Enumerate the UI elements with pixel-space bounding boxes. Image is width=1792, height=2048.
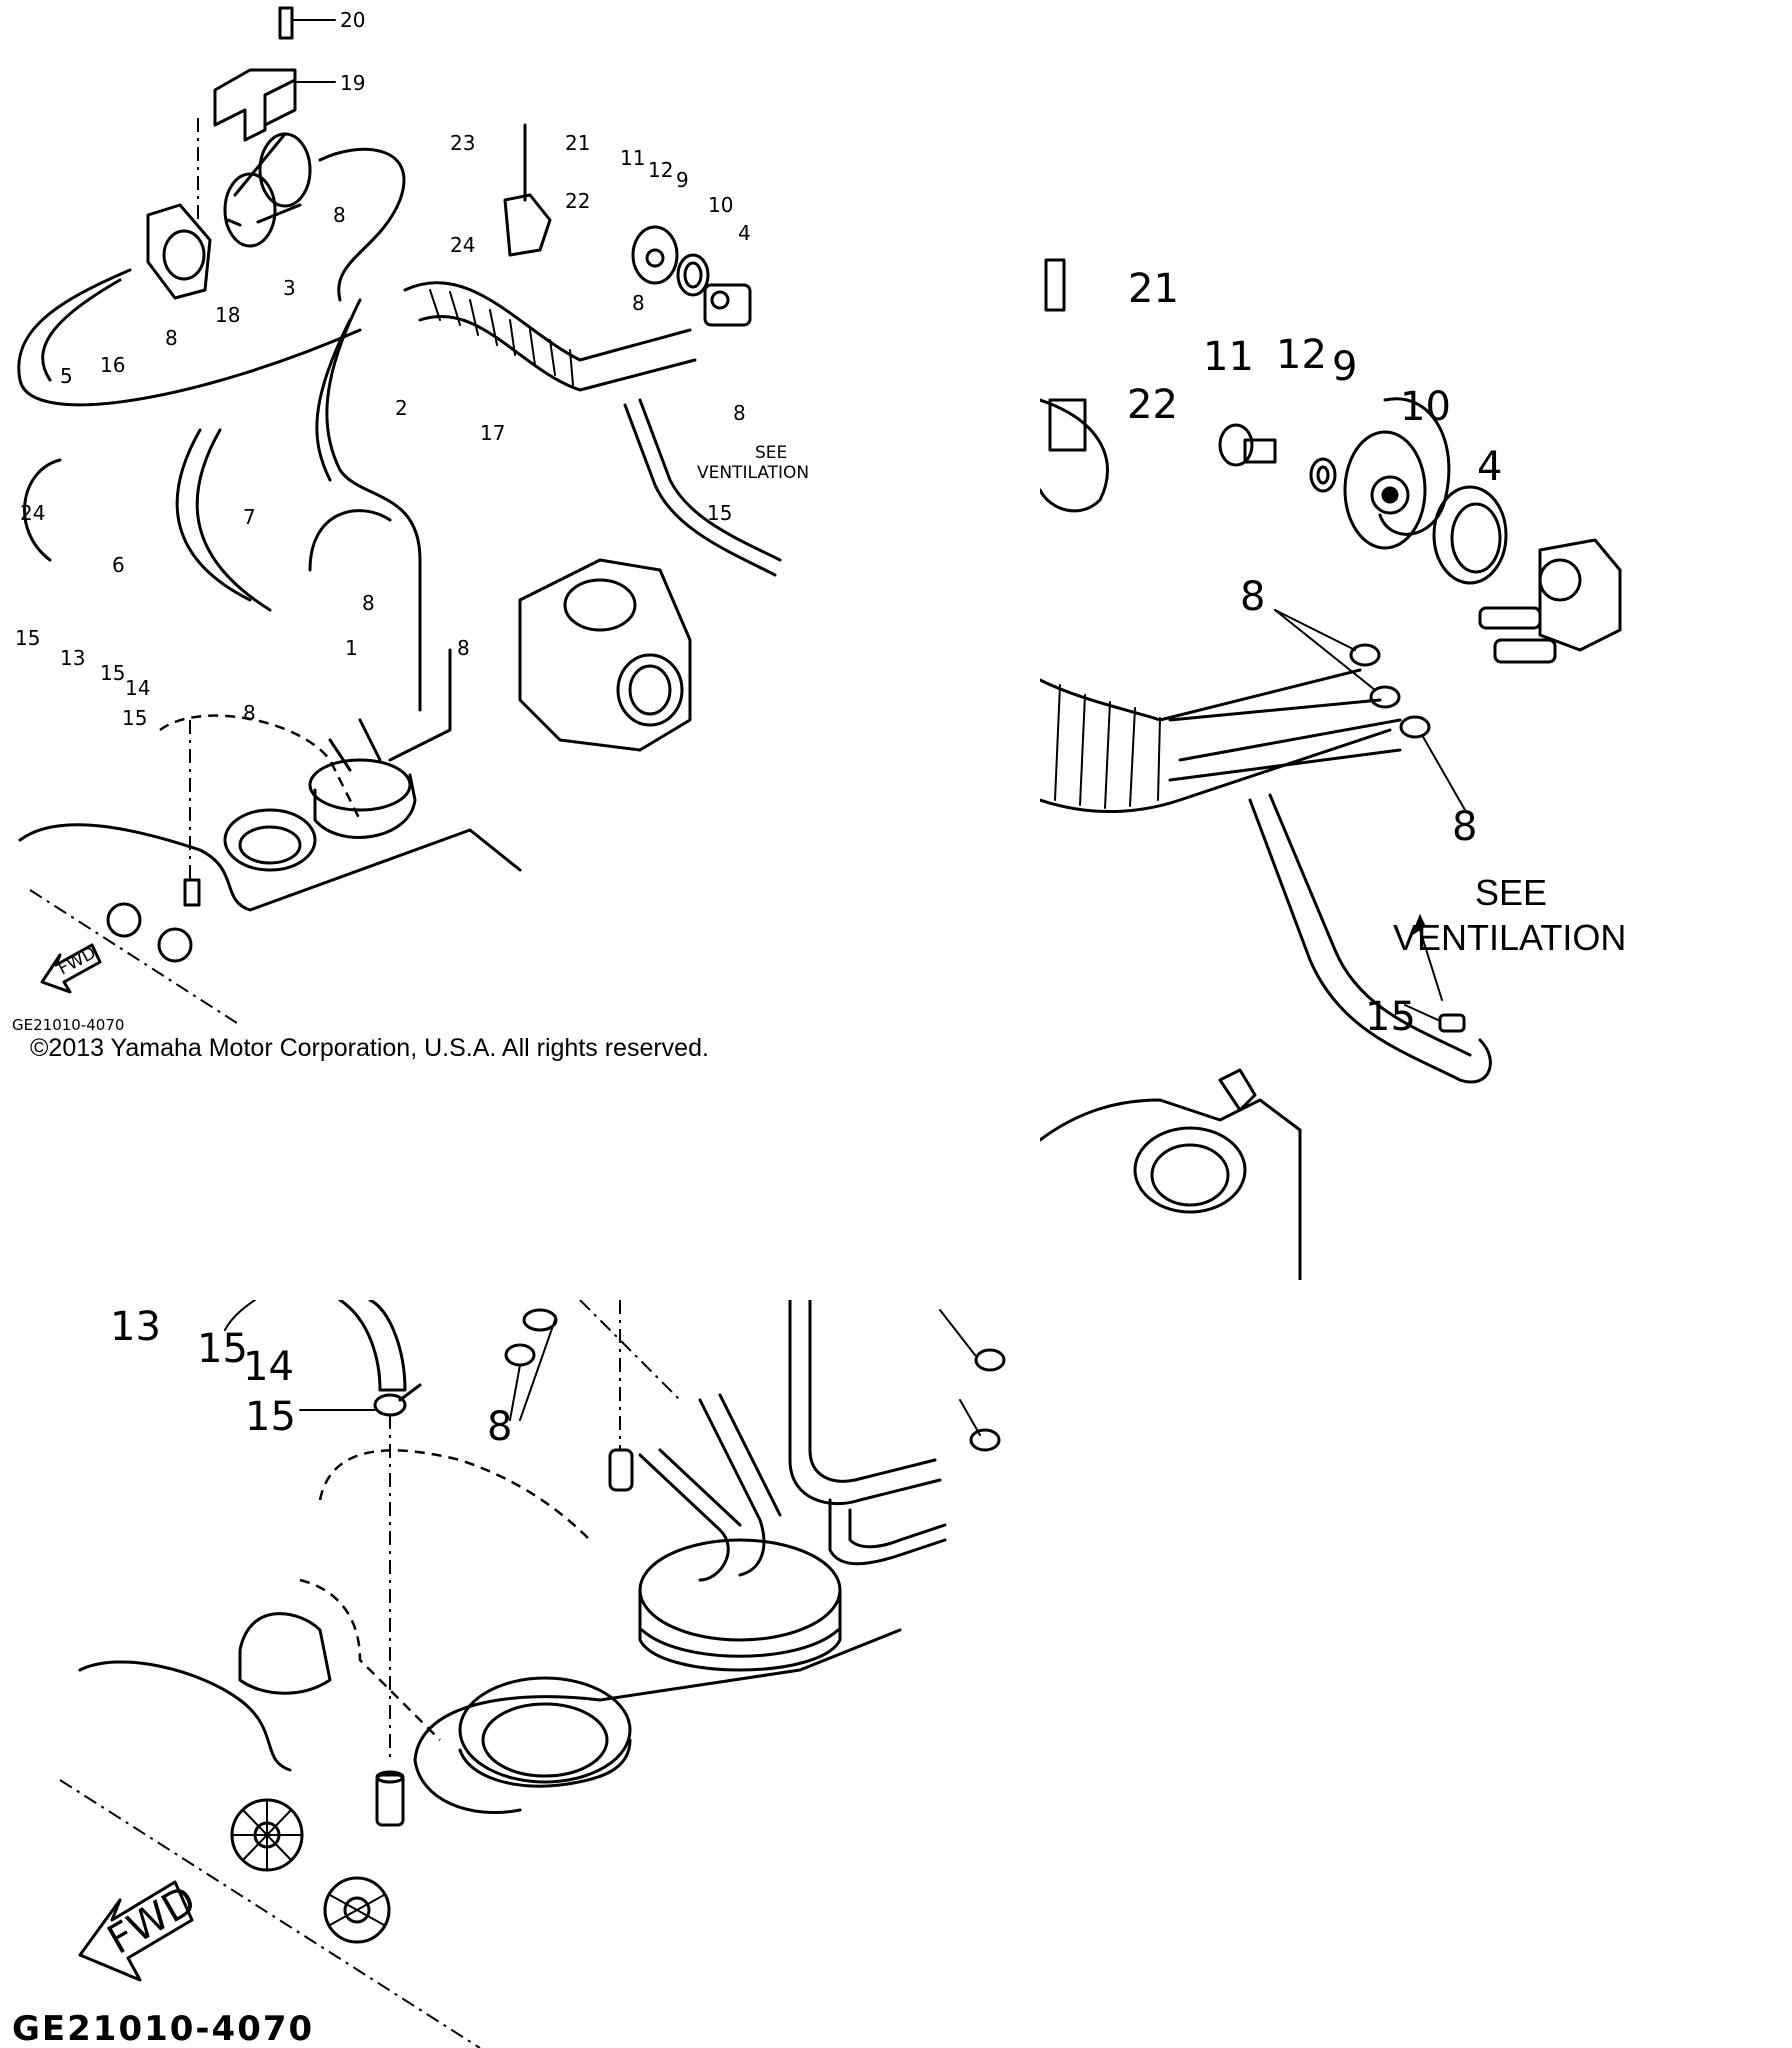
tank-hoses-bottom — [608, 1393, 782, 1582]
callout-15c: 15 — [122, 706, 147, 730]
part-9-knob — [631, 225, 679, 285]
see-label-zoom: SEE — [1475, 872, 1547, 913]
callout-11: 11 — [620, 146, 645, 170]
fuel-tank-bottom — [59, 1449, 902, 2048]
fuel-sender-unit — [638, 1538, 842, 1672]
callout-10: 10 — [708, 193, 733, 217]
part-17-corrugated-tube — [403, 281, 697, 392]
callout-6: 6 — [112, 553, 125, 577]
callout-16: 16 — [100, 353, 125, 377]
fuel-system-exploded-view: FWD 20 19 8 3 18 8 5 16 2 17 24 7 6 8 1 … — [12, 6, 809, 1034]
part-20-bolt — [278, 6, 336, 40]
part-19-bracket — [213, 68, 336, 142]
callout-15b: 15 — [100, 661, 125, 685]
callout-1: 1 — [345, 636, 358, 660]
ventilation-label-zoom: VENTILATION — [1393, 917, 1626, 958]
part-11-bolt-detail — [1218, 423, 1277, 467]
callout-15-zoom: 15 — [1365, 994, 1416, 1040]
part-4-fuel-cock — [703, 283, 752, 327]
callout-labels-bottom: 13 15 14 15 8 GE21010-4070 — [12, 1304, 512, 2048]
callout-14: 14 — [125, 676, 150, 700]
zoom-detail-fuel-cock: 21 22 11 12 9 10 4 8 8 SEE VENTILATION 1… — [1040, 240, 1792, 1280]
callout-3: 3 — [283, 276, 296, 300]
part-10-ring — [676, 253, 710, 297]
part-12-washer-detail — [1309, 457, 1337, 493]
callout-8e: 8 — [457, 636, 470, 660]
callout-17: 17 — [480, 421, 505, 445]
callout-labels: 20 19 8 3 18 8 5 16 2 17 24 7 6 8 1 15 1… — [12, 8, 809, 1034]
callout-4-zoom: 4 — [1477, 444, 1502, 490]
callout-8-lower-zoom: 8 — [1452, 804, 1477, 850]
part-4-fuel-cock-detail — [1478, 538, 1622, 664]
callout-24a: 24 — [20, 501, 45, 525]
callout-8d: 8 — [243, 701, 256, 725]
callout-21-zoom: 21 — [1128, 266, 1179, 312]
fuel-cock-detail: 21 22 11 12 9 10 4 8 8 SEE VENTILATION 1… — [1040, 258, 1626, 1280]
see-label: SEE — [755, 443, 787, 463]
callout-8-zoom-bottom: 8 — [487, 1404, 512, 1450]
part-18-holder — [146, 203, 212, 300]
carburetor-lower — [788, 1300, 1006, 1566]
callout-5: 5 — [60, 364, 73, 388]
callout-12-zoom: 12 — [1276, 332, 1327, 378]
callout-14-zoom: 14 — [243, 1344, 294, 1390]
callout-8a: 8 — [333, 203, 346, 227]
callout-24b: 24 — [450, 233, 475, 257]
callout-8c: 8 — [362, 591, 375, 615]
carburetor-detail — [1040, 1068, 1302, 1280]
callout-11-zoom: 11 — [1203, 334, 1254, 380]
callout-2: 2 — [395, 396, 408, 420]
part-15-clip-detail — [1404, 913, 1466, 1033]
drawing-code-large: GE21010-4070 — [12, 2009, 314, 2048]
part-8-clamps-bottom — [504, 1308, 558, 1421]
corrugated-tube-detail — [1040, 668, 1492, 1084]
callout-13: 13 — [60, 646, 85, 670]
hose-clamps-detail — [1274, 609, 1466, 811]
callout-8-upper-zoom: 8 — [1240, 574, 1265, 620]
callout-9-zoom: 9 — [1332, 344, 1357, 390]
fuel-tank — [18, 714, 522, 963]
part-14-hose-detail — [224, 1300, 407, 1392]
callout-7: 7 — [243, 505, 256, 529]
carburetor — [518, 558, 692, 752]
callout-19: 19 — [340, 71, 365, 95]
fuel-hoses — [17, 147, 782, 762]
drawing-code-small: GE21010-4070 — [12, 1016, 124, 1034]
callout-18: 18 — [215, 303, 240, 327]
part-15-clip-bottom — [299, 1383, 422, 1760]
fuel-tank-detail: FWD 13 15 14 15 8 GE21010-4070 — [12, 1300, 1006, 2048]
callout-22: 22 — [565, 189, 590, 213]
callout-10-zoom: 10 — [1400, 384, 1451, 430]
fwd-label-large: FWD — [100, 1877, 204, 1964]
callout-15d: 15 — [707, 501, 732, 525]
callout-13-zoom: 13 — [110, 1304, 161, 1350]
tank-small-parts — [230, 1770, 405, 1944]
callout-8b: 8 — [165, 326, 178, 350]
fwd-arrow-small: FWD — [40, 943, 102, 994]
callout-22-zoom: 22 — [1127, 382, 1178, 428]
copyright-notice: ©2013 Yamaha Motor Corporation, U.S.A. A… — [30, 1034, 709, 1062]
callout-labels-right: 21 22 11 12 9 10 4 8 8 SEE VENTILATION 1… — [1127, 266, 1626, 1040]
callout-12: 12 — [648, 158, 673, 182]
callout-20: 20 — [340, 8, 365, 32]
part-10-ring-detail — [1432, 485, 1508, 585]
part-21-clamp-detail — [1040, 258, 1109, 513]
part-21-clamp — [503, 123, 552, 257]
callout-4: 4 — [738, 221, 751, 245]
overview-diagram: FWD 20 19 8 3 18 8 5 16 2 17 24 7 6 8 1 … — [0, 0, 830, 1070]
callout-21: 21 — [565, 131, 590, 155]
callout-15-lower-zoom: 15 — [245, 1394, 296, 1440]
callout-15a: 15 — [15, 626, 40, 650]
part-3-fuel-filter — [223, 132, 312, 248]
callout-8g: 8 — [733, 401, 746, 425]
callout-8f: 8 — [632, 291, 645, 315]
fwd-arrow-large: FWD — [78, 1877, 204, 1982]
callout-15-upper-zoom: 15 — [197, 1326, 248, 1372]
ventilation-label: VENTILATION — [697, 463, 809, 483]
callout-9: 9 — [676, 168, 689, 192]
callout-23: 23 — [450, 131, 475, 155]
zoom-detail-fuel-tank: FWD 13 15 14 15 8 GE21010-4070 — [0, 1300, 1040, 2048]
